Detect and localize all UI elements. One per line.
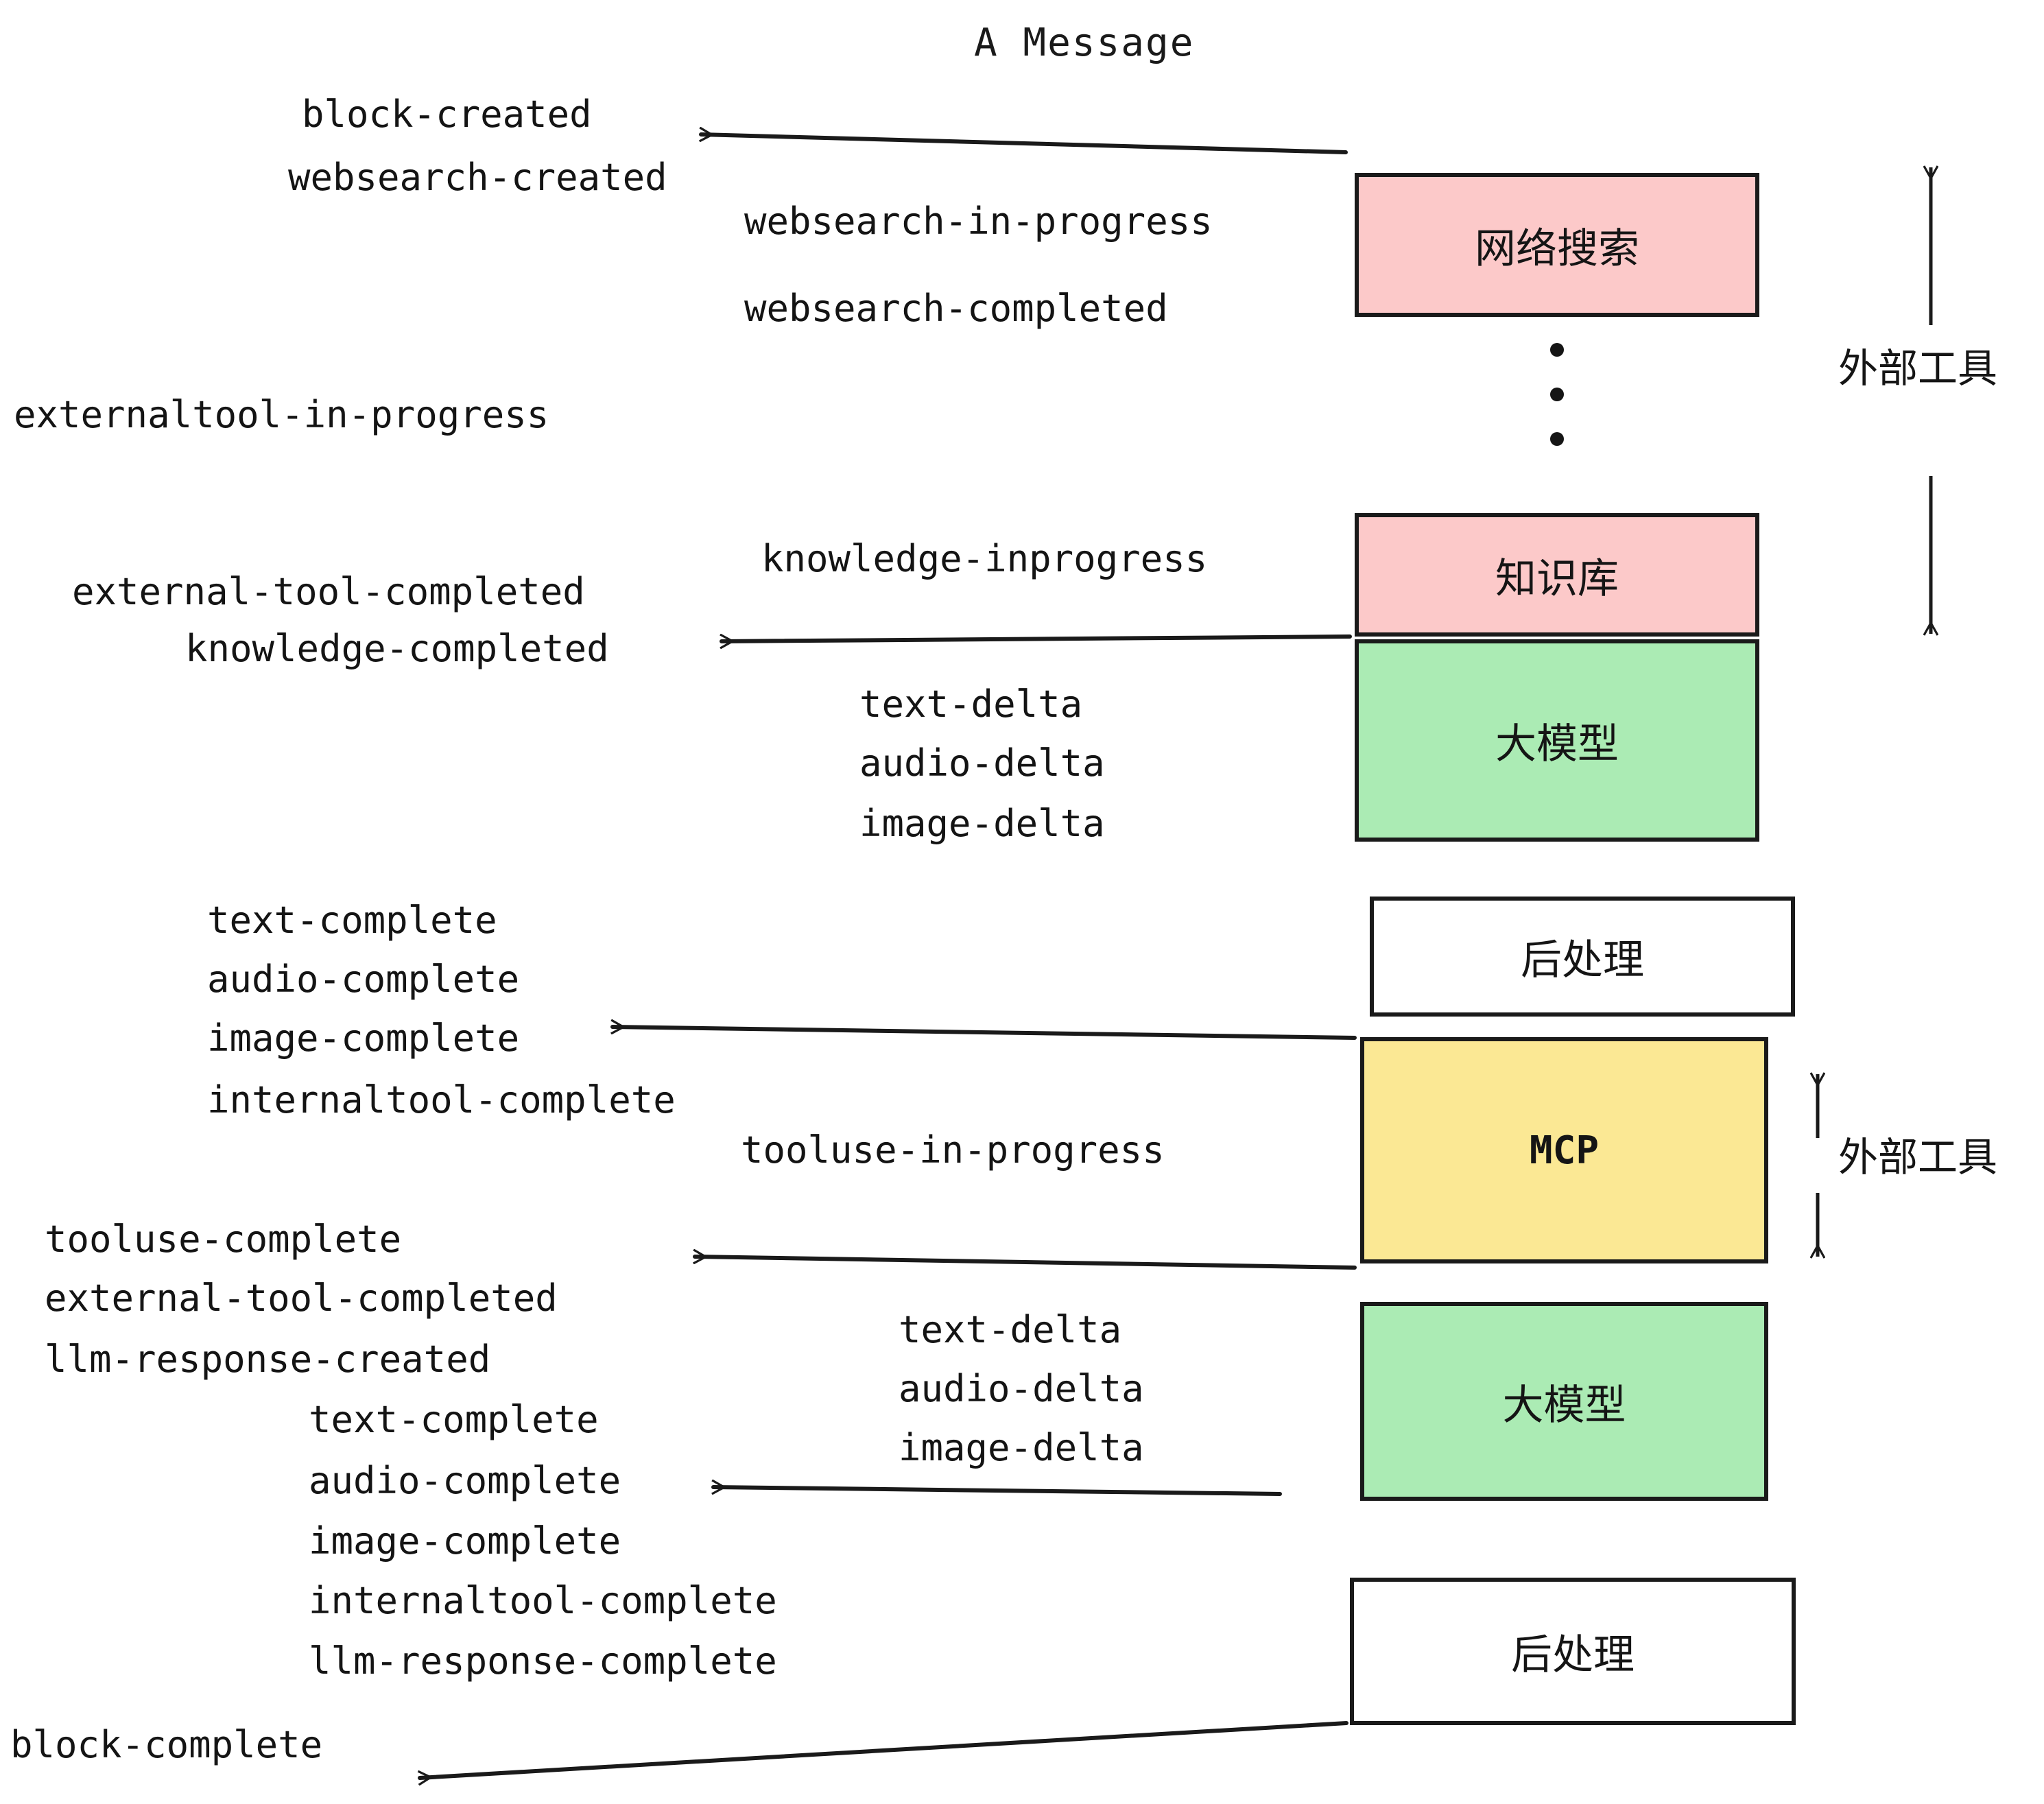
box-postproc-2: 后处理 [1350, 1578, 1796, 1725]
arrow-arrow-block-complete [420, 1721, 1348, 1778]
event-label-image-complete-2: image-complete [309, 1519, 621, 1563]
event-label-text-delta-2: text-delta [899, 1308, 1122, 1351]
event-label-text-complete-2: text-complete [309, 1398, 599, 1441]
event-label-text-complete-1: text-complete [207, 899, 497, 942]
event-label-internaltool-complete-1: internaltool-complete [207, 1078, 676, 1121]
event-label-tooluse-in-progress: tooluse-in-progress [741, 1128, 1165, 1172]
event-label-image-delta-1: image-delta [859, 802, 1105, 845]
event-label-internaltool-complete-2: internaltool-complete [309, 1579, 777, 1622]
box-label-mcp: MCP [1529, 1128, 1600, 1173]
event-label-websearch-completed: websearch-completed [744, 287, 1168, 330]
arrow-arrow-tooluse-complete [693, 1257, 1357, 1270]
event-label-tooluse-complete: tooluse-complete [45, 1218, 402, 1261]
arrow-arrow-knowledge-done [720, 637, 1352, 641]
box-label-postproc-1: 后处理 [1521, 936, 1644, 984]
arrow-arrow-audio-complete [711, 1487, 1282, 1496]
box-llm-2: 大模型 [1360, 1302, 1768, 1501]
box-llm-1: 大模型 [1355, 639, 1759, 842]
event-label-image-complete-1: image-complete [207, 1017, 520, 1060]
page-title: A Message [974, 21, 1195, 65]
event-label-knowledge-inprogress: knowledge-inprogress [761, 537, 1208, 580]
box-label-postproc-2: 后处理 [1511, 1631, 1635, 1679]
box-label-knowledge: 知识库 [1495, 554, 1619, 603]
event-label-audio-complete-1: audio-complete [207, 958, 520, 1001]
box-label-llm-2: 大模型 [1502, 1381, 1626, 1429]
event-label-websearch-created: websearch-created [288, 156, 667, 199]
box-label-llm-1: 大模型 [1495, 720, 1619, 768]
event-label-audio-delta-2: audio-delta [899, 1367, 1144, 1410]
event-label-externaltool-in-progress: externaltool-in-progress [14, 393, 549, 436]
event-label-block-complete: block-complete [10, 1723, 323, 1766]
event-label-image-delta-2: image-delta [899, 1426, 1144, 1469]
event-label-text-delta-1: text-delta [859, 683, 1083, 726]
box-postproc-1: 后处理 [1370, 897, 1795, 1017]
event-label-audio-complete-2: audio-complete [309, 1459, 621, 1502]
event-label-llm-response-created: llm-response-created [45, 1338, 491, 1381]
arrow-arrow-image-complete [610, 1027, 1357, 1040]
event-label-knowledge-completed: knowledge-completed [185, 627, 609, 670]
event-label-websearch-in-progress: websearch-in-progress [744, 200, 1213, 243]
arrow-arrow-block-created [701, 134, 1348, 154]
vertical-ellipsis-icon [1550, 343, 1564, 446]
box-websearch: 网络搜索 [1355, 173, 1759, 317]
event-label-audio-delta-1: audio-delta [859, 741, 1105, 785]
event-label-llm-response-complete: llm-response-complete [309, 1639, 777, 1683]
side-label-external-tool-top: 外部工具 [1838, 345, 1998, 392]
event-label-external-tool-completed-2: external-tool-completed [45, 1277, 558, 1320]
box-mcp: MCP [1360, 1037, 1768, 1263]
event-label-external-tool-completed-1: external-tool-completed [72, 570, 585, 613]
side-label-external-tool-bottom: 外部工具 [1838, 1134, 1998, 1180]
event-label-block-created: block-created [302, 93, 592, 136]
box-knowledge: 知识库 [1355, 513, 1759, 637]
box-label-websearch: 网络搜索 [1475, 224, 1639, 273]
